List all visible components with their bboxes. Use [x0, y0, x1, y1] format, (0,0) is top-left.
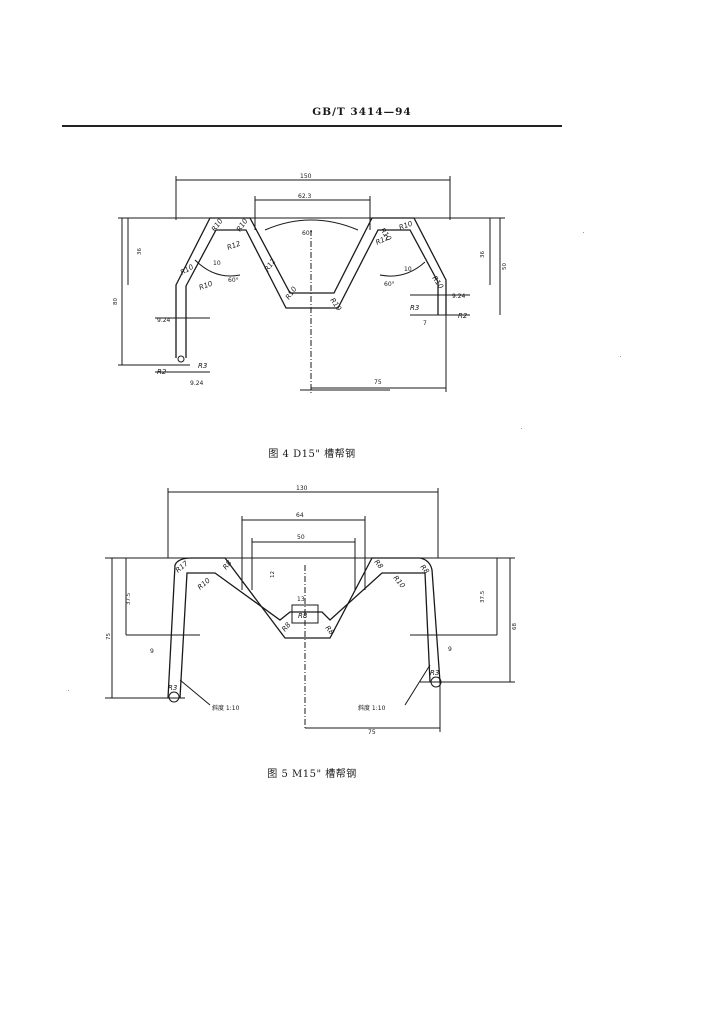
fig5-dim-bottom: 13 — [297, 596, 305, 603]
fig4-profile-outer — [175, 217, 447, 358]
fig5-radius: R17 — [174, 559, 190, 574]
fig5-radius: R10 — [196, 576, 212, 591]
scan-speck — [620, 356, 621, 357]
fig5-radius: R3 — [168, 684, 177, 692]
fig4-radius: R3 — [410, 304, 419, 312]
fig4-dim-height-left: 36 — [137, 248, 143, 255]
fig5-radius: R8 — [372, 558, 384, 571]
fig4-radius: R12 — [226, 239, 242, 251]
fig5-dim-overall-width: 130 — [296, 485, 308, 492]
fig4-radius: R10 — [198, 279, 214, 291]
fig4-dim-web-right: 10 — [404, 266, 412, 273]
fig5-dim-height-right: 37.5 — [480, 590, 486, 603]
fig5-dim-half-width: 75 — [368, 729, 376, 736]
figure-5-caption: 图 5 M15" 槽帮钢 — [267, 769, 357, 780]
fig4-dim-half-width: 75 — [374, 379, 382, 386]
fig4-radius: R2 — [458, 312, 468, 320]
fig5-radius: R8 — [323, 624, 335, 637]
fig4-dim-flange-bottom: 9.24 — [190, 380, 204, 387]
figure-4-drawing: 150 62.3 60° 60° 60° 36 80 36 50 10 10 9… — [113, 173, 508, 395]
fig4-dim-right-height: 50 — [502, 263, 508, 270]
scan-speck — [68, 690, 69, 691]
fig5-dim-depth: 12 — [270, 571, 276, 578]
fig5-radius: R8 — [418, 563, 430, 576]
fig5-radius: R8 — [280, 621, 292, 634]
page-header: GB/T 3414—94 — [312, 106, 412, 118]
fig5-dim-height-left: 37.5 — [126, 592, 132, 605]
fig5-profile-inner — [179, 572, 431, 699]
fig4-dim-height-right: 36 — [480, 251, 486, 258]
fig4-radius: R3 — [198, 362, 207, 370]
fig4-radius: R10 — [328, 297, 343, 313]
figure-5-drawing: 130 64 50 12 13 37.5 37.5 75 68 9 9 斜度 1… — [105, 485, 518, 736]
fig5-dim-inner-opening: 50 — [297, 534, 305, 541]
fig5-taper-left: 斜度 1:10 — [212, 704, 240, 712]
fig4-radius: R10 — [235, 217, 250, 233]
fig5-taper-right: 斜度 1:10 — [358, 704, 386, 712]
fig4-dim-web-left: 10 — [213, 260, 221, 267]
scan-speck — [583, 232, 584, 233]
fig4-dim-overall-width: 150 — [300, 173, 312, 180]
header-rule — [62, 125, 562, 127]
fig5-dim-flange-left: 9 — [150, 648, 154, 655]
fig4-radius: R10 — [210, 217, 225, 233]
fig4-radius: R10 — [179, 263, 195, 277]
fig5-radius: R10 — [391, 574, 406, 590]
fig4-dim-offset: 7 — [423, 320, 427, 327]
figure-4-caption: 图 4 D15" 槽帮钢 — [268, 449, 356, 460]
fig5-profile-outer — [167, 557, 441, 699]
fig4-angle-right: 60° — [384, 281, 395, 288]
fig5-dim-overall-left: 75 — [106, 633, 112, 640]
fig4-dim-flange-right: 9.24 — [452, 293, 466, 300]
fig4-angle-top: 60° — [302, 230, 313, 237]
fig4-radius: R10 — [430, 275, 445, 291]
fig5-dim-upper-opening: 64 — [296, 512, 304, 519]
scan-speck — [521, 428, 522, 429]
fig4-dim-top-opening: 62.3 — [298, 193, 312, 200]
fig5-radius: R8 — [221, 559, 233, 572]
fig4-dim-flange-left: 9.24 — [157, 317, 171, 324]
fig5-dim-overall-right: 68 — [512, 623, 518, 630]
fig4-angle-left: 60° — [228, 277, 239, 284]
fig5-dim-flange-right: 9 — [448, 646, 452, 653]
fig5-radius-center: R8 — [298, 612, 308, 620]
fig5-radius: R3 — [430, 669, 439, 677]
fig4-radius: R2 — [157, 368, 167, 376]
fig4-dim-overall-height: 80 — [113, 298, 119, 305]
fig4-profile-inner — [185, 229, 439, 358]
